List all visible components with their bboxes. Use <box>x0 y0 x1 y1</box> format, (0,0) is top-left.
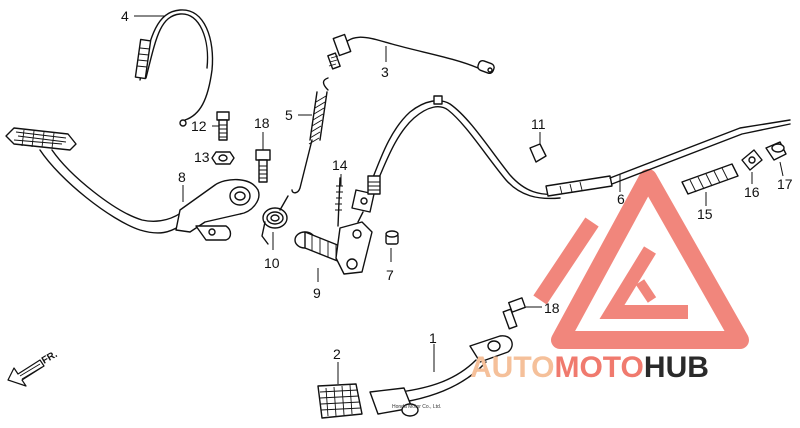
watermark-logo <box>533 169 749 349</box>
callout-4: 4 <box>121 8 129 24</box>
callout-8: 8 <box>178 169 186 185</box>
shift-pedal-1 <box>369 335 513 417</box>
brake-pedal-8 <box>5 127 260 241</box>
callout-18-lower: 18 <box>544 300 560 316</box>
callout-14: 14 <box>332 157 348 173</box>
bolt-18-lower <box>502 297 542 330</box>
watermark-text: AUTOMOTOHUB <box>470 351 709 384</box>
brake-shaft-9 <box>294 189 375 282</box>
callout-17: 17 <box>777 176 793 192</box>
callout-18-upper: 18 <box>254 115 270 131</box>
cap-nut-17 <box>765 141 787 177</box>
front-direction-marker: FR. <box>7 349 60 387</box>
callout-3: 3 <box>381 64 389 80</box>
rubber-2 <box>317 362 363 419</box>
watermark-text-moto: MOTO <box>554 351 643 384</box>
callout-13: 13 <box>194 149 210 165</box>
spring-5 <box>291 77 329 194</box>
clip-11 <box>529 132 547 163</box>
callout-12: 12 <box>191 118 207 134</box>
nut-13 <box>211 151 235 165</box>
callout-16: 16 <box>744 184 760 200</box>
adjuster-rod-14 <box>335 174 343 227</box>
callout-7: 7 <box>386 267 394 283</box>
bolt-18-upper <box>255 132 271 183</box>
copyright-text: Honda Motor Co., Ltd. <box>392 404 441 410</box>
watermark-text-hub: HUB <box>644 351 709 384</box>
torsion-spring-10 <box>261 195 289 250</box>
callout-9: 9 <box>313 285 321 301</box>
callout-6: 6 <box>617 191 625 207</box>
callout-1: 1 <box>429 330 437 346</box>
cable-assembly-4 <box>134 9 214 127</box>
fr-label: FR. <box>40 349 60 367</box>
pin-7 <box>385 230 399 262</box>
callout-10: 10 <box>264 255 280 271</box>
cable-3 <box>327 33 495 75</box>
joint-16 <box>741 149 763 184</box>
callout-labels: 4 3 5 12 18 13 8 11 14 6 15 16 17 10 7 9… <box>121 8 793 362</box>
brake-cable-6 <box>367 95 791 200</box>
rubber-boot-15 <box>681 163 739 206</box>
callout-5: 5 <box>285 107 293 123</box>
callout-11: 11 <box>531 116 546 132</box>
bolt-12 <box>212 111 230 141</box>
callout-2: 2 <box>333 346 341 362</box>
callout-15: 15 <box>697 206 713 222</box>
watermark-text-auto: AUTO <box>470 351 554 384</box>
